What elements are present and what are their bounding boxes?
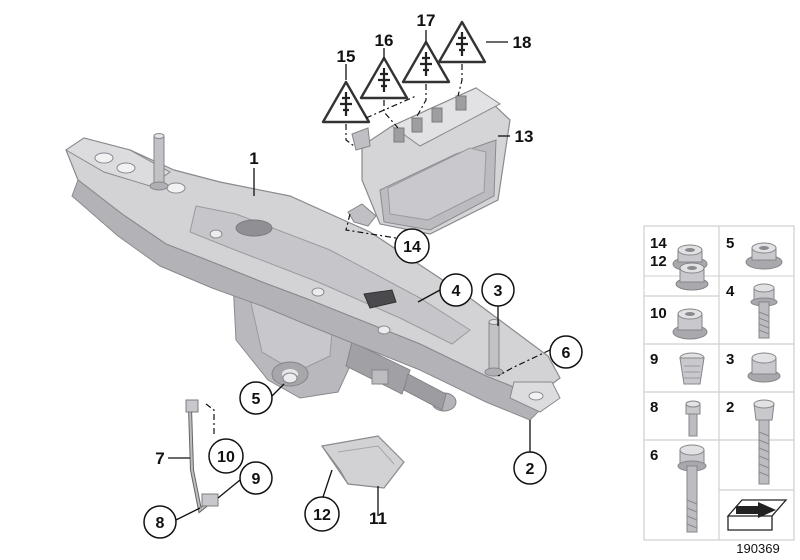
table-label-2: 2 [726, 399, 734, 416]
arrow-icon [726, 499, 788, 531]
svg-text:16: 16 [375, 31, 394, 50]
svg-text:10: 10 [217, 449, 235, 466]
svg-text:13: 13 [515, 127, 534, 146]
bolt-6 [677, 444, 707, 533]
svg-text:14: 14 [403, 239, 421, 256]
control-unit [347, 87, 511, 235]
callout-9: 9 [239, 461, 273, 495]
svg-text:1: 1 [249, 149, 258, 168]
callout-10: 10 [208, 438, 244, 474]
parts-table: 14 5 12 4 10 9 3 8 2 6 [643, 225, 795, 541]
leader-lines [168, 30, 551, 521]
reference-number: 190369 [736, 541, 779, 556]
plug-warning-icon [401, 40, 451, 84]
table-label-10: 10 [650, 305, 667, 322]
table-label-6: 6 [650, 447, 658, 464]
callout-18: 18 [513, 33, 532, 52]
plug-warning-icon [359, 56, 409, 100]
plug-warning-icon [321, 80, 371, 124]
bolt-2 [753, 399, 775, 485]
crossmember-assembly [65, 133, 561, 421]
callout-15: 15 [337, 47, 356, 66]
table-label-4: 4 [726, 283, 735, 300]
flange-nut-5 [745, 242, 783, 270]
shield-plate [320, 435, 405, 489]
callout-8: 8 [143, 505, 177, 539]
svg-text:3: 3 [494, 283, 503, 300]
svg-text:15: 15 [337, 47, 356, 66]
callout-2: 2 [513, 451, 547, 485]
bushing-9 [679, 352, 705, 385]
callout-6: 6 [549, 335, 583, 369]
table-label-8: 8 [650, 399, 658, 416]
bolt-4 [750, 283, 778, 339]
svg-text:8: 8 [156, 515, 165, 532]
bolt-8 [685, 400, 701, 437]
callout-11: 11 [369, 509, 387, 528]
svg-text:5: 5 [252, 391, 261, 408]
table-label-3: 3 [726, 351, 734, 368]
svg-text:6: 6 [562, 345, 571, 362]
callout-16: 16 [375, 31, 394, 50]
table-label-5: 5 [726, 235, 734, 252]
ground-strap [185, 399, 219, 514]
svg-text:11: 11 [369, 509, 387, 528]
table-label-9: 9 [650, 351, 658, 368]
callout-17: 17 [417, 11, 436, 30]
table-label-14: 14 [650, 235, 667, 252]
callout-5: 5 [239, 381, 273, 415]
svg-text:2: 2 [526, 461, 535, 478]
plug-warning-icon [437, 20, 487, 64]
callout-7: 7 [155, 449, 164, 468]
svg-text:7: 7 [155, 449, 164, 468]
svg-text:4: 4 [452, 283, 461, 300]
flange-nut-12 [675, 262, 709, 291]
svg-text:9: 9 [252, 471, 261, 488]
callout-3: 3 [481, 273, 515, 307]
callout-1: 1 [249, 149, 258, 168]
flange-nut-10 [672, 308, 708, 340]
callout-13: 13 [515, 127, 534, 146]
nut-3 [747, 352, 781, 383]
callout-14: 14 [394, 228, 430, 264]
table-label-12: 12 [650, 253, 667, 270]
callout-4: 4 [439, 273, 473, 307]
callout-12: 12 [304, 496, 340, 532]
svg-text:17: 17 [417, 11, 436, 30]
svg-text:18: 18 [513, 33, 532, 52]
svg-text:12: 12 [313, 507, 331, 524]
